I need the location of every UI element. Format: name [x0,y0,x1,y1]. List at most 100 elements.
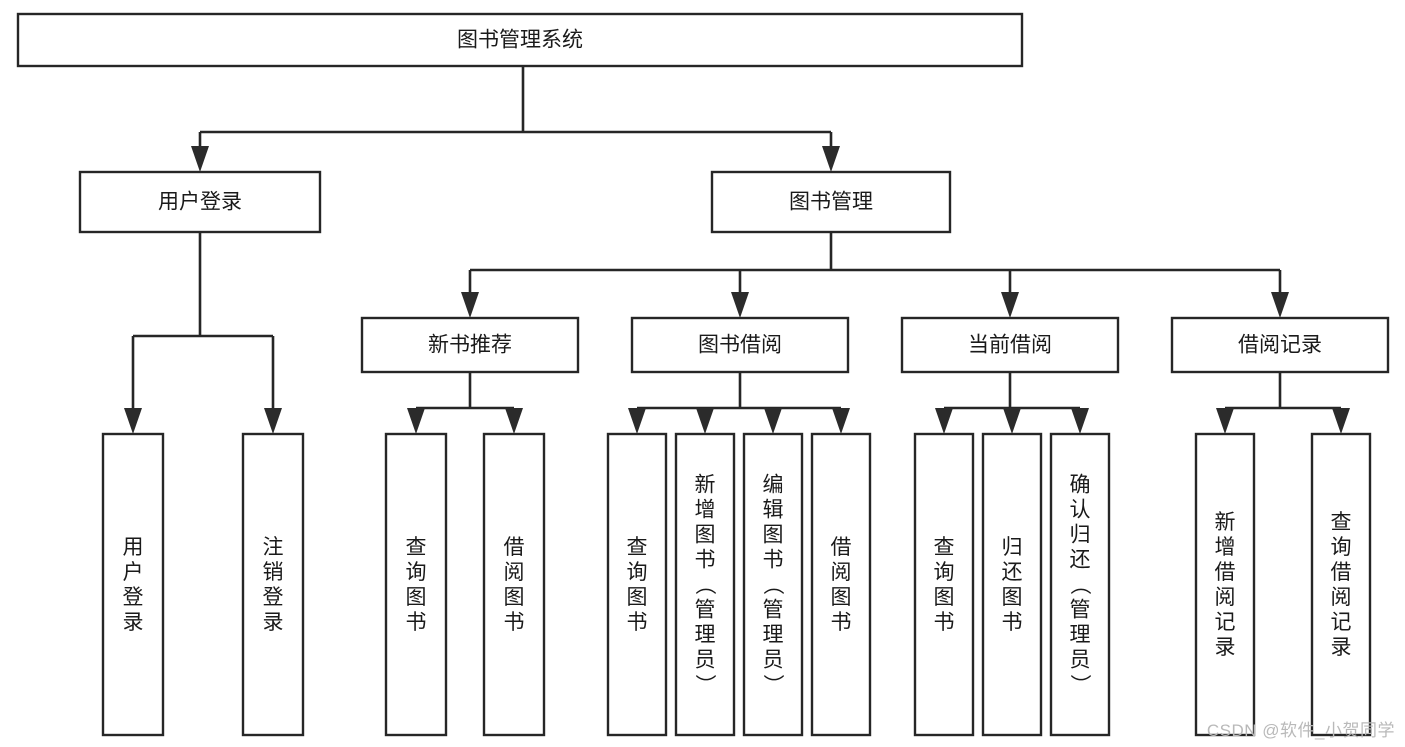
node-label-char: ） [693,674,716,695]
node-box-新增借阅记录 [1194,432,1256,737]
node-box-查询借阅记录 [1310,432,1372,737]
node-label-char: 还 [1002,561,1023,584]
node-label-char: 查 [406,536,427,559]
node-label-char: 管 [763,599,784,622]
node-label-char: 书 [406,611,427,634]
node-用户登录[interactable]: 用户登录 [78,170,322,234]
node-box-用户登录 [101,432,165,737]
node-box-当前借阅 [900,316,1120,374]
node-box-新增图书管理员 [674,432,736,737]
node-label-char: 户 [123,561,144,584]
level3-2-to-leaf-2-arrowhead [1071,408,1089,434]
node-label-char: 图 [831,586,852,609]
node-label-char: 注 [263,536,284,559]
node-box-借阅图书 [482,432,546,737]
node-label-char: 阅 [831,561,852,584]
node-图书管理[interactable]: 图书管理 [710,170,952,234]
node-box-查询图书 [384,432,448,737]
node-label-char: 阅 [1331,586,1352,609]
node-label-char: 借 [1331,561,1352,584]
node-label-char: 员 [695,649,716,672]
node-box-编辑图书管理员 [742,432,804,737]
level3-1-to-leaf-3-arrowhead [832,408,850,434]
node-label-图书管理: 图书管理 [789,191,873,214]
node-label-char: 图 [1002,586,1023,609]
node-label-char: 新 [1215,511,1236,534]
node-label-char: 录 [263,611,284,634]
node-box-图书管理 [710,170,952,234]
node-box-借阅图书 [810,432,872,737]
books-to-level3-3-arrowhead [1271,292,1289,318]
node-label-char: 登 [123,586,144,609]
node-label-char: 理 [695,624,716,647]
node-label-char: 登 [263,586,284,609]
node-label-char: 增 [1215,536,1236,559]
books-to-level3-1-arrowhead [731,292,749,318]
level3-1-to-leaf-2-arrowhead [764,408,782,434]
root-to-level2-1-arrowhead [822,146,840,172]
node-label-char: 录 [1331,636,1352,659]
node-label-char: 图 [763,524,784,547]
node-label-char: 书 [695,549,716,572]
node-label-char: 图 [627,586,648,609]
node-新书推荐[interactable]: 新书推荐 [360,316,580,374]
node-label-char: 图 [695,524,716,547]
node-label-char: 记 [1215,611,1236,634]
node-label-char: 借 [831,536,852,559]
node-当前借阅[interactable]: 当前借阅 [900,316,1120,374]
node-label-char: 员 [1070,649,1091,672]
node-label-char: 询 [934,561,955,584]
node-label-char: 阅 [1215,586,1236,609]
node-label-char: 管 [695,599,716,622]
node-box-归还图书 [981,432,1043,737]
node-label-char: 书 [934,611,955,634]
node-label-char: 归 [1002,536,1023,559]
node-box-图书管理系统 [16,12,1024,68]
node-图书借阅[interactable]: 图书借阅 [630,316,850,374]
node-借阅记录[interactable]: 借阅记录 [1170,316,1390,374]
node-label-char: （ [693,574,716,595]
node-label-char: 销 [263,561,284,584]
node-label-char: 增 [695,499,716,522]
node-label-char: 书 [627,611,648,634]
level3-1-to-leaf-0-arrowhead [628,408,646,434]
node-用户登录[interactable]: 用户登录 [101,432,165,737]
node-label-用户登录: 用户登录 [158,191,242,214]
node-label-char: （ [761,574,784,595]
books-to-level3-2-arrowhead [1001,292,1019,318]
node-label-char: 理 [1070,624,1091,647]
node-label-char: 用 [123,536,144,559]
node-label-char: 阅 [504,561,525,584]
node-box-确认归还管理员 [1049,432,1111,737]
level3-2-to-leaf-0-arrowhead [935,408,953,434]
node-图书管理系统[interactable]: 图书管理系统 [16,12,1024,68]
books-to-level3-0-arrowhead [461,292,479,318]
node-label-char: 录 [1215,636,1236,659]
watermark-text: CSDN @软件_小贺同学 [1206,721,1395,740]
node-label-char: 图 [504,586,525,609]
node-label-char: 还 [1070,549,1091,572]
node-label-新书推荐: 新书推荐 [428,334,512,357]
level3-3-to-leaf-1-arrowhead [1332,408,1350,434]
connectors-layer [124,66,1350,434]
node-box-新书推荐 [360,316,580,374]
node-label-char: ） [1068,674,1091,695]
level3-2-to-leaf-1-arrowhead [1003,408,1021,434]
node-box-借阅记录 [1170,316,1390,374]
node-box-注销登录 [241,432,305,737]
node-box-用户登录 [78,170,322,234]
